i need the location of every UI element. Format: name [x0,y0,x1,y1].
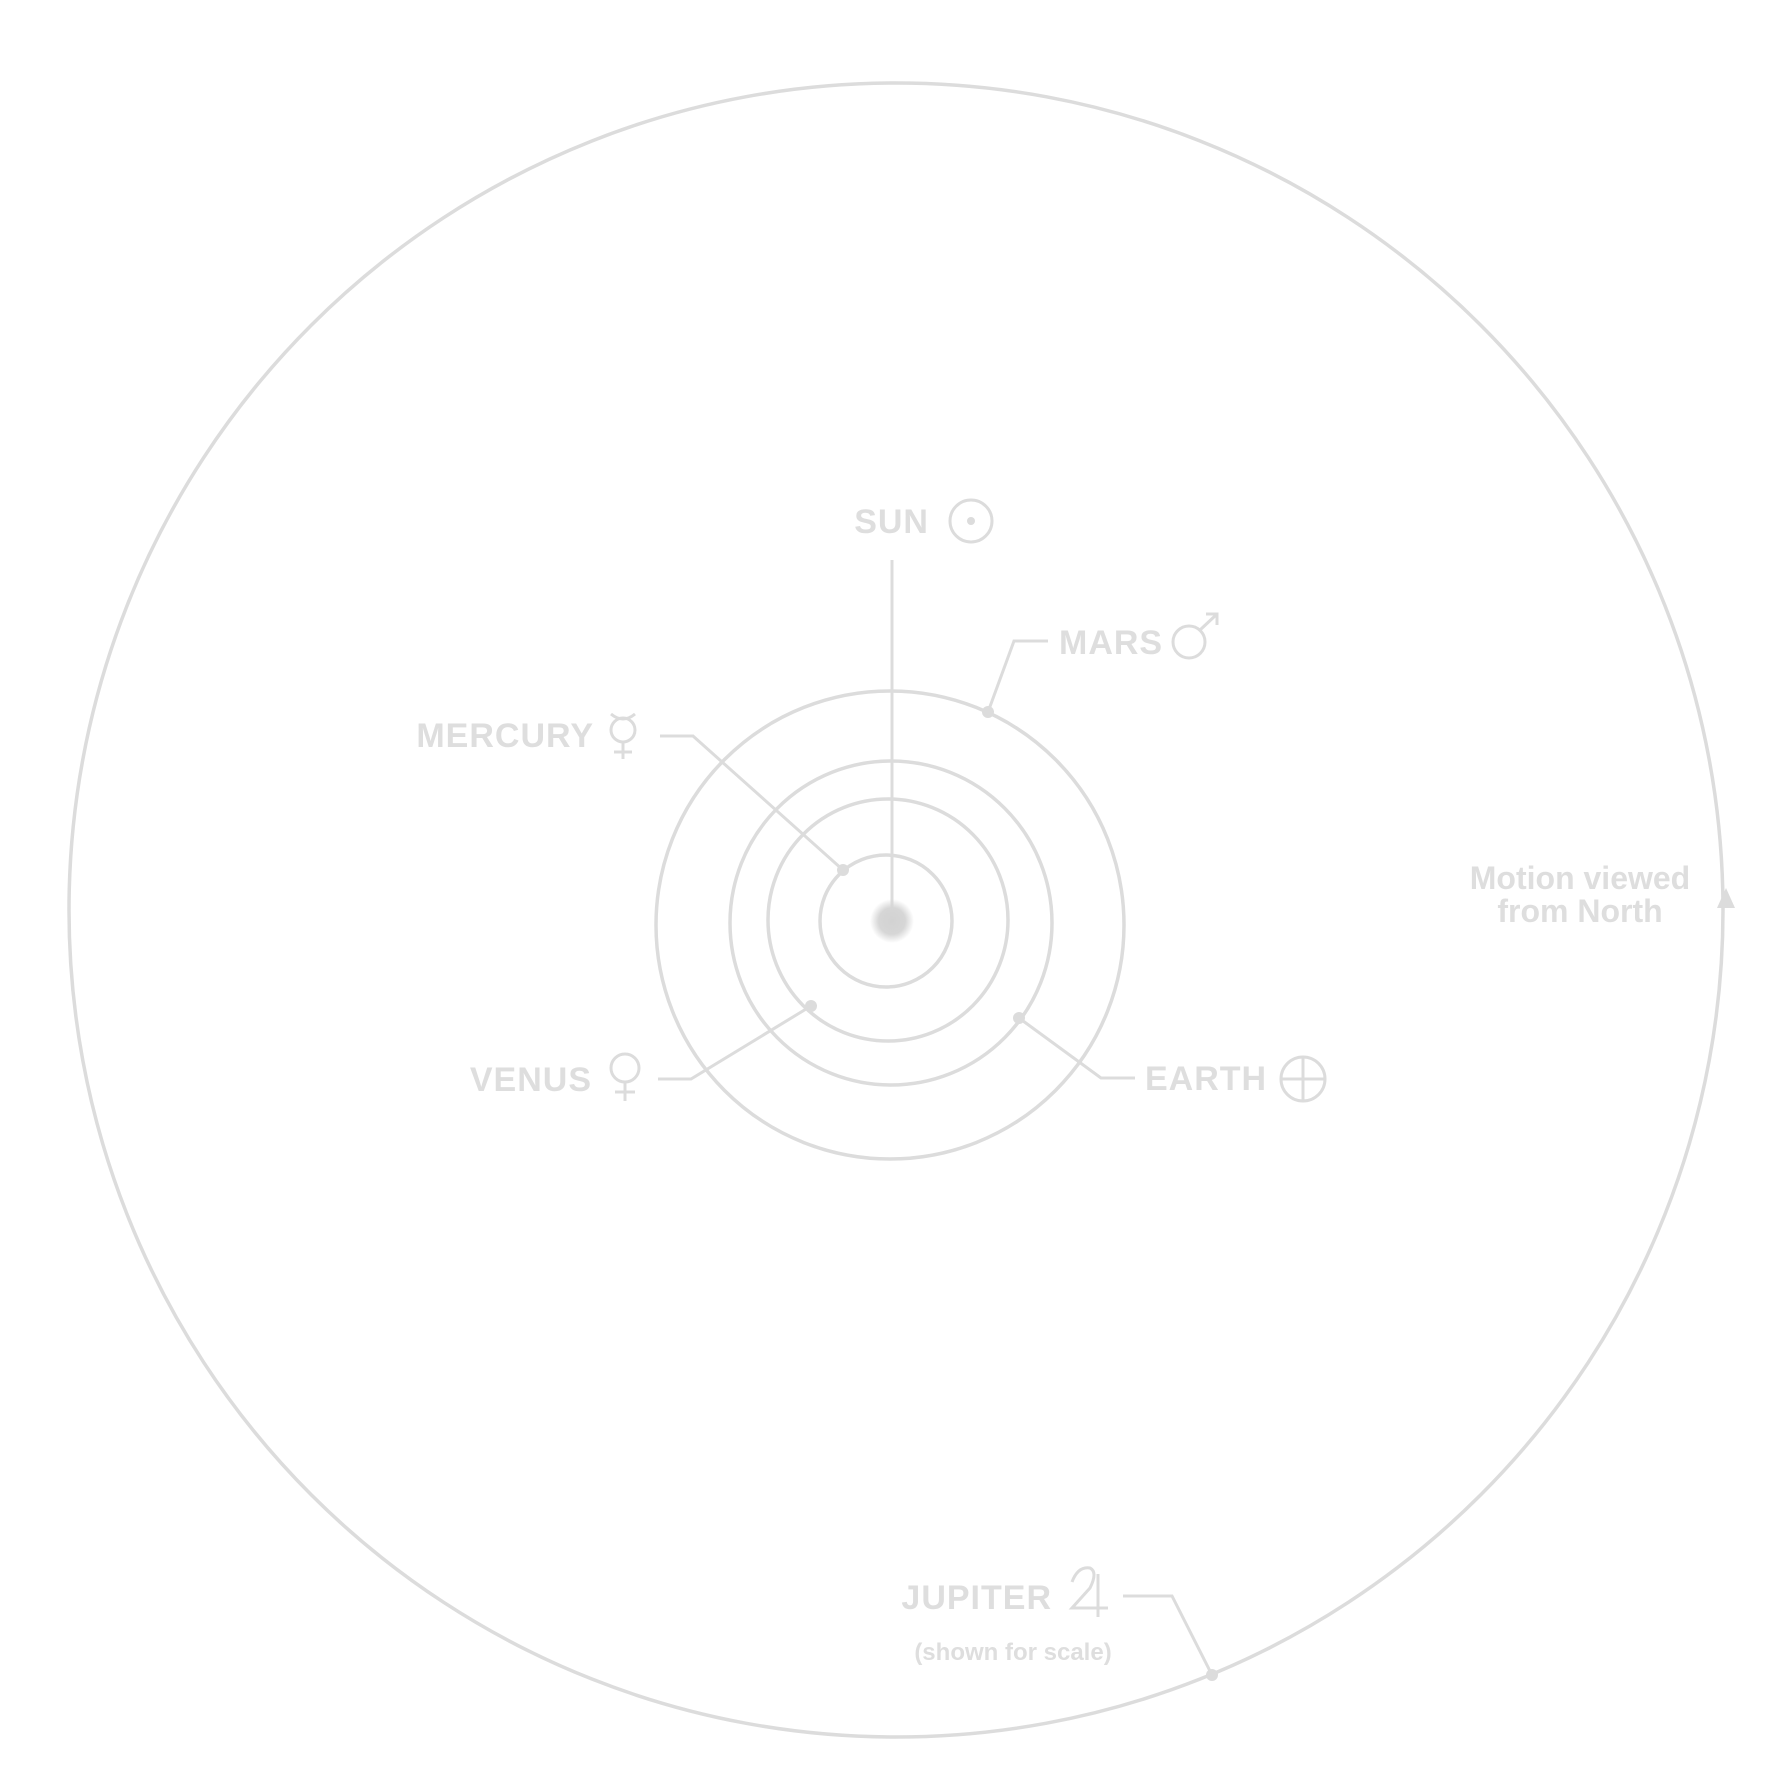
jupiter-scale-note: (shown for scale) [914,1639,1111,1666]
mercury-leader-line [660,734,844,872]
jupiter-leader-line [1123,1594,1214,1676]
jupiter-orbit [67,81,1725,1739]
motion-note-line-2: from North [1497,893,1662,929]
mars-leader-line [986,639,1048,713]
earth-leader-line [1018,1016,1135,1080]
jupiter-dot [1206,1669,1218,1681]
mars-label: MARS [1059,624,1163,662]
earth-symbol-icon [1279,1055,1327,1103]
mars-dot [982,706,994,718]
venus-symbol-icon [609,1052,641,1101]
jupiter-label: JUPITER [901,1579,1052,1617]
mercury-dot [837,864,849,876]
motion-note-line-1: Motion viewed [1470,860,1690,896]
mercury-label: MERCURY [416,717,594,755]
earth-dot [1013,1012,1025,1024]
mars-orbit [654,689,1126,1161]
mars-symbol-icon [1171,612,1219,660]
venus-label: VENUS [470,1061,592,1099]
motion-arrow-icon [1717,888,1735,908]
venus-leader-line [658,1004,812,1081]
sun-disc [870,899,914,943]
sun-symbol-icon [948,498,994,544]
earth-label: EARTH [1145,1060,1267,1098]
mercury-symbol-icon [609,712,637,759]
venus-orbit [766,797,1010,1043]
mercury-orbit [818,853,954,989]
venus-dot [805,1000,817,1012]
sun-label: SUN [854,503,929,541]
jupiter-symbol-icon [1068,1566,1108,1617]
